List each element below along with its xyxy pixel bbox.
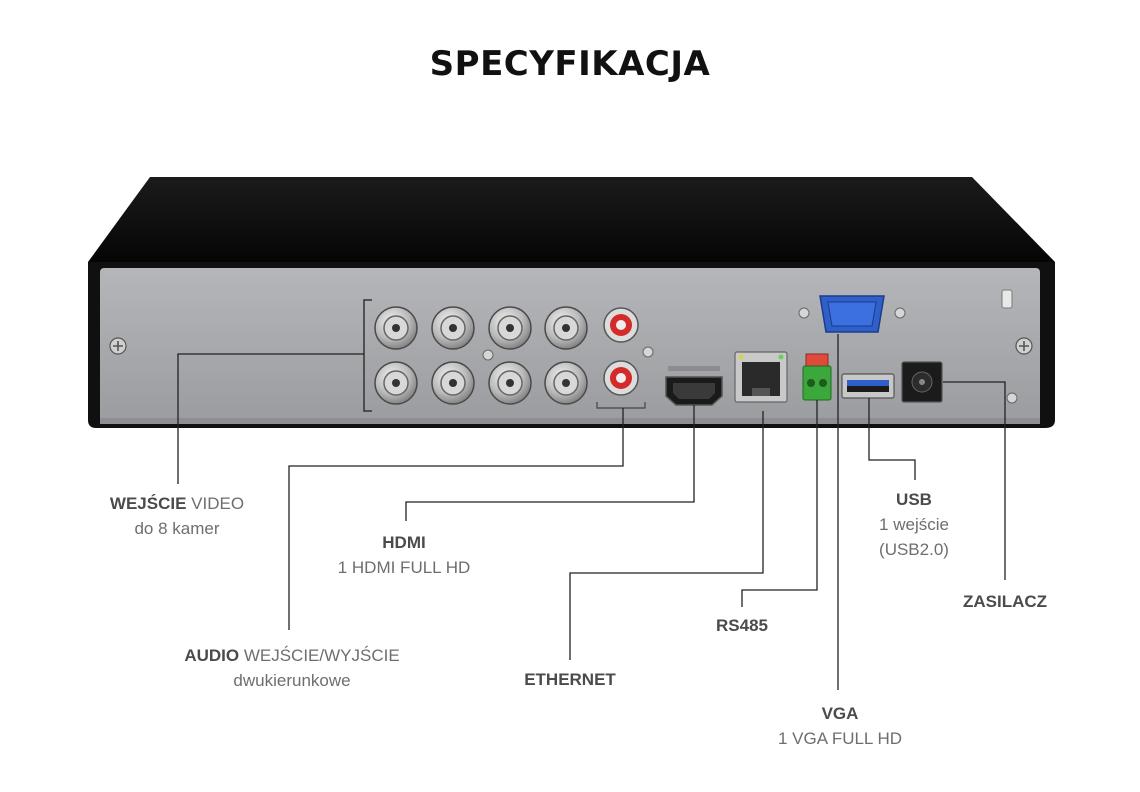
power-socket [901, 361, 1018, 404]
leader-power [943, 381, 1006, 580]
callout-power: ZASILACZ [950, 589, 1060, 614]
callout-power-bold: ZASILACZ [962, 592, 1048, 611]
callout-audio: AUDIO WEJŚCIE/WYJŚCIE dwukierunkowe [175, 643, 409, 693]
rca-audio-in-port [603, 307, 639, 343]
bnc-port [431, 361, 475, 405]
leader-usb [868, 398, 916, 480]
callout-ethernet-bold: ETHERNET [524, 670, 616, 689]
bnc-port [374, 361, 418, 405]
callout-hdmi-bold: HDMI [382, 533, 426, 552]
audio-ports [596, 307, 654, 409]
callout-video-input-rest: VIDEO [186, 494, 245, 513]
callout-hdmi-detail: 1 HDMI FULL HD [337, 558, 471, 577]
panel-screw [642, 346, 654, 358]
callout-rs485: RS485 [700, 613, 784, 638]
side-latch [1001, 289, 1013, 309]
callout-hdmi: HDMI 1 HDMI FULL HD [323, 530, 485, 580]
bnc-port [488, 361, 532, 405]
leader-hdmi [405, 405, 695, 521]
page-title: SPECYFIKACJA [429, 44, 711, 84]
callout-usb-bold: USB [896, 490, 932, 509]
rca-audio-out-port [603, 360, 639, 396]
video-input-ports [363, 299, 588, 412]
video-group-bracket [363, 299, 372, 412]
panel-screw [482, 349, 494, 361]
rs485-terminal [802, 353, 832, 401]
leader-rs485 [741, 400, 818, 607]
leader-audio [288, 408, 624, 630]
hdmi-port [665, 366, 723, 406]
bnc-port [374, 306, 418, 350]
bnc-port [544, 306, 588, 350]
panel-shadow [100, 418, 1040, 424]
bnc-port [488, 306, 532, 350]
callout-ethernet: ETHERNET [510, 667, 630, 692]
screw-right [1015, 337, 1033, 355]
callout-audio-bold: AUDIO [184, 646, 240, 665]
bnc-port [544, 361, 588, 405]
callout-rs485-bold: RS485 [716, 616, 768, 635]
callout-usb-detail-2: (USB2.0) [879, 540, 949, 559]
screw-left [109, 337, 127, 355]
callout-usb-detail: 1 wejście [879, 515, 949, 534]
callout-video-input-bold: WEJŚCIE [109, 494, 187, 513]
vga-port [798, 295, 906, 333]
callout-audio-detail: dwukierunkowe [233, 671, 351, 690]
callout-video-input-detail: do 8 kamer [134, 519, 220, 538]
callout-usb: USB 1 wejście (USB2.0) [858, 487, 970, 562]
audio-out-bracket [596, 402, 646, 409]
callout-vga-detail: 1 VGA FULL HD [777, 729, 903, 748]
callout-audio-rest: WEJŚCIE/WYJŚCIE [239, 646, 400, 665]
callout-video-input: WEJŚCIE VIDEO do 8 kamer [104, 491, 250, 541]
usb-port [841, 373, 895, 399]
leader-video-input [177, 353, 364, 484]
callout-vga-bold: VGA [821, 704, 859, 723]
leader-ethernet [569, 411, 764, 660]
device-top-cover [88, 177, 1055, 262]
bnc-port [431, 306, 475, 350]
callout-vga: VGA 1 VGA FULL HD [762, 701, 918, 751]
ethernet-port [734, 351, 788, 403]
